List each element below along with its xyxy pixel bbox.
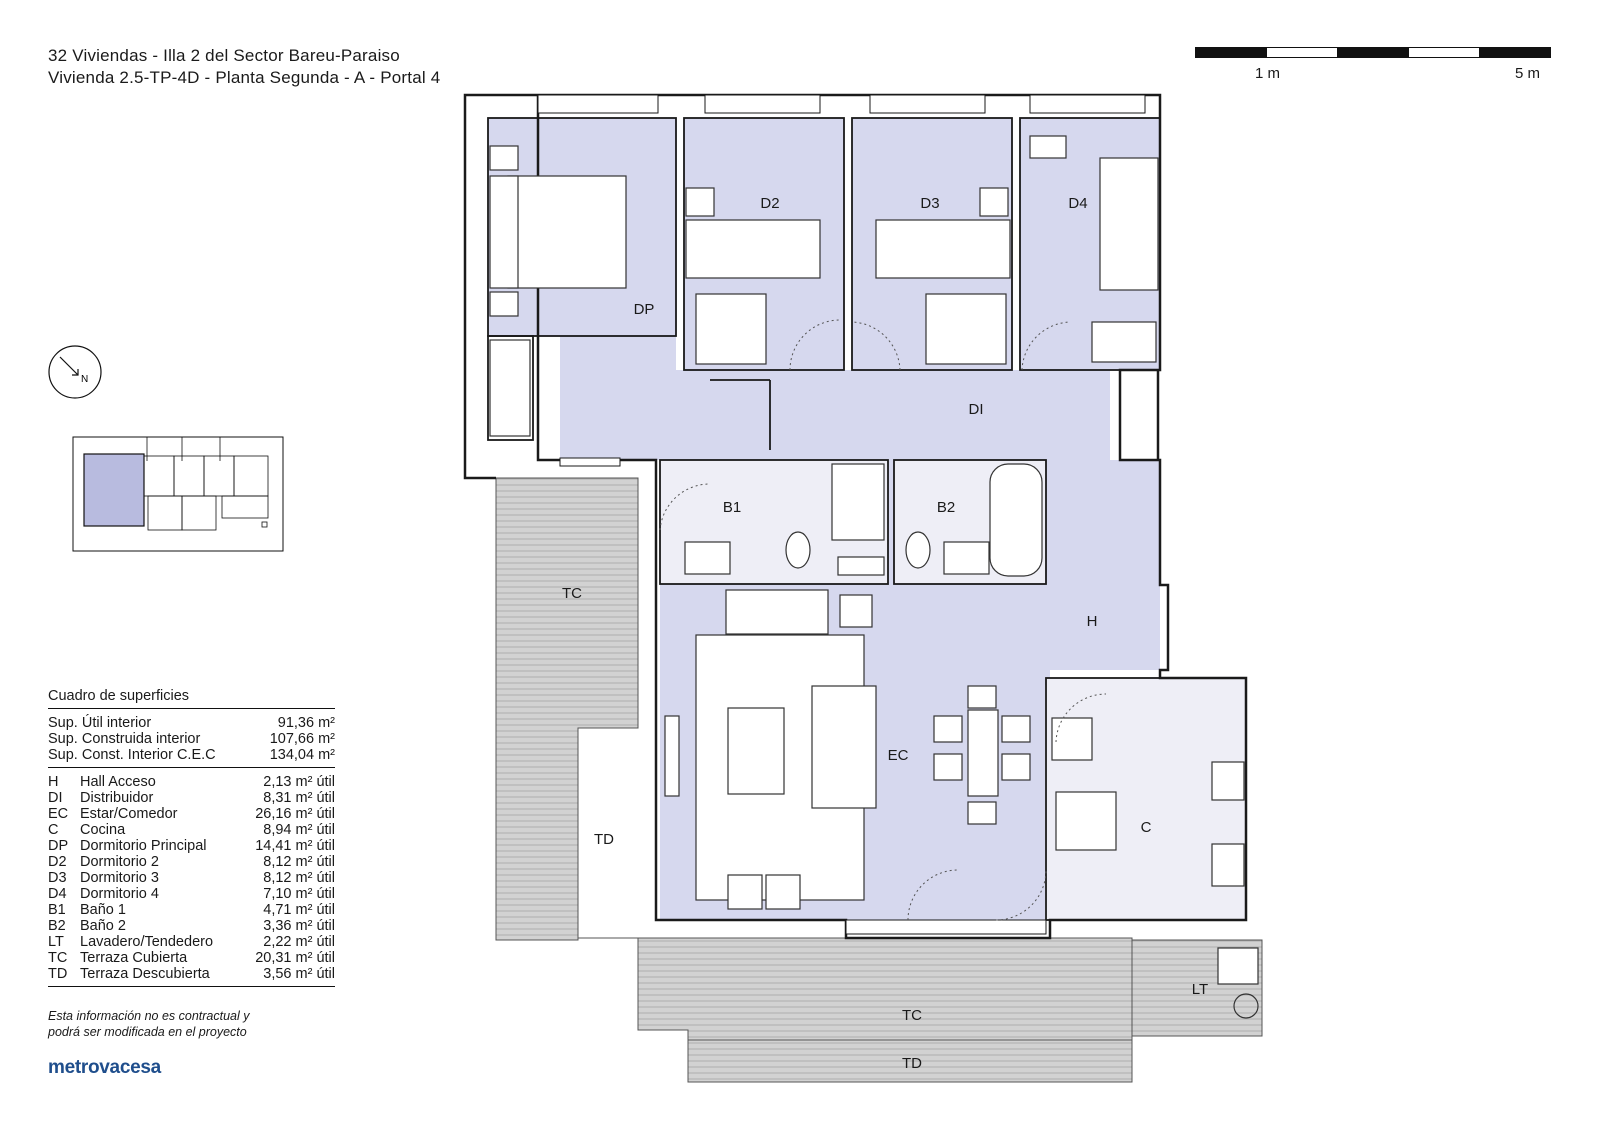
scale-label-start: 1 m <box>1255 65 1281 82</box>
north-compass-icon: N <box>48 345 102 399</box>
room-label-lt: LT <box>1192 981 1208 998</box>
scale-segment <box>1195 47 1267 58</box>
scale-bar: 1 m 5 m <box>1195 47 1555 87</box>
kitchen-table <box>1055 791 1117 851</box>
cooktop <box>1211 843 1245 887</box>
washing-machine <box>1217 947 1259 985</box>
room-label-b1: B1 <box>723 499 741 516</box>
room-label-d3: D3 <box>920 195 939 212</box>
scale-segment <box>1266 47 1338 58</box>
key-plan-highlighted-unit <box>83 453 145 527</box>
toilet-b1 <box>785 531 811 569</box>
toilet-b2 <box>905 531 931 569</box>
room-label-td-lower: TD <box>902 1055 922 1072</box>
scale-segment <box>1408 47 1480 58</box>
room-label-tc-upper: TC <box>562 585 582 602</box>
washbasin-b2 <box>943 541 990 575</box>
sofa-right <box>811 685 877 809</box>
single-bed-d3 <box>875 219 1011 279</box>
fridge <box>1051 717 1093 761</box>
single-bed-d2 <box>685 219 821 279</box>
room-label-ec: EC <box>888 747 909 764</box>
scale-segment <box>1337 47 1409 58</box>
tv-unit <box>664 715 680 797</box>
brand-logo: metrovacesa <box>48 1057 161 1078</box>
project-title: 32 Viviendas - Illa 2 del Sector Bareu-P… <box>48 46 400 65</box>
surface-table-title: Cuadro de superficies <box>48 688 335 709</box>
unit-title: Vivienda 2.5-TP-4D - Planta Segunda - A … <box>48 68 441 87</box>
scale-segment <box>1479 47 1551 58</box>
sofa-top <box>725 589 829 635</box>
double-bed <box>507 175 627 289</box>
room-label-h: H <box>1087 613 1098 630</box>
single-bed-d4 <box>1099 157 1159 291</box>
terrace-lower-strip <box>687 1039 1133 1083</box>
terrace-left <box>495 477 639 941</box>
room-label-dp: DP <box>634 301 655 318</box>
compass-north-label: N <box>81 374 88 385</box>
scale-label-end: 5 m <box>1515 65 1541 82</box>
room-label-b2: B2 <box>937 499 955 516</box>
room-label-td-left: TD <box>594 831 614 848</box>
surface-table: Cuadro de superficies Sup. Útil interior… <box>48 688 335 987</box>
room-label-c: C <box>1141 819 1152 836</box>
key-plan-diagram <box>72 436 284 552</box>
plan-header: 32 Viviendas - Illa 2 del Sector Bareu-P… <box>48 45 440 89</box>
bathtub-b2 <box>989 463 1043 577</box>
dining-table <box>967 709 999 797</box>
floor-plan: DP D2 D3 D4 DI B1 B2 H EC C LT TC TD TC … <box>463 93 1263 1083</box>
room-label-di: DI <box>969 401 984 418</box>
room-label-d2: D2 <box>760 195 779 212</box>
kitchen-sink <box>1211 761 1245 801</box>
coffee-table <box>727 707 785 795</box>
room-label-d4: D4 <box>1068 195 1087 212</box>
disclaimer-note: Esta información no es contractual y pod… <box>48 1009 250 1039</box>
washbasin-b1 <box>684 541 731 575</box>
shower-b1 <box>831 463 885 541</box>
room-label-tc-lower: TC <box>902 1007 922 1024</box>
